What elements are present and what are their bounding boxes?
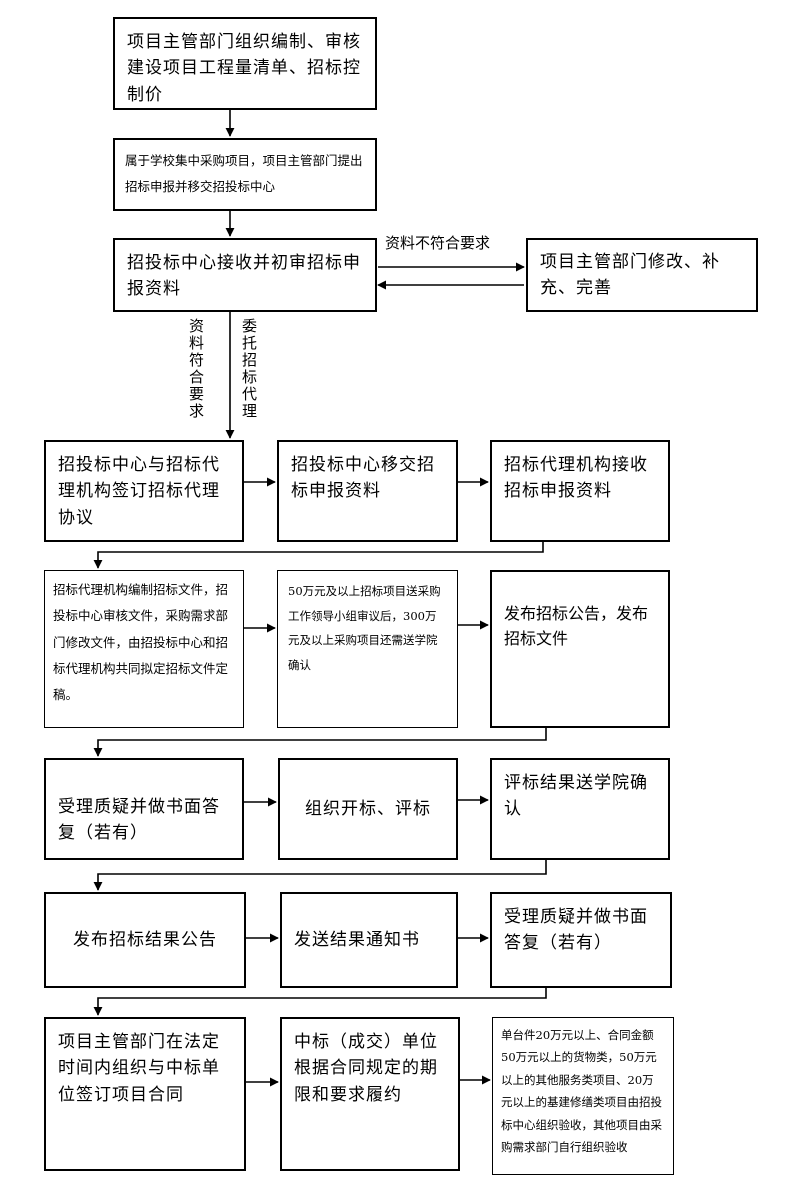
arrow-n7-n8 <box>93 542 544 569</box>
node-submit-application: 属于学校集中采购项目，项目主管部门提出招标申报并移交招投标中心 <box>113 138 377 211</box>
node-handle-queries-1: 受理质疑并做书面答复（若有） <box>44 758 244 860</box>
arrow-n13-n14 <box>93 860 547 891</box>
node-sign-contract: 项目主管部门在法定时间内组织与中标单位签订项目合同 <box>44 1017 246 1171</box>
arrow-n16-n17 <box>93 988 547 1016</box>
node-revise-materials: 项目主管部门修改、补充、完善 <box>526 238 758 312</box>
node-handle-queries-2: 受理质疑并做书面答复（若有） <box>490 892 672 988</box>
node-open-evaluate-bids: 组织开标、评标 <box>278 758 458 860</box>
label-entrust-agent: 委托招标代理 <box>240 318 258 420</box>
node-contract-performance: 中标（成交）单位根据合同规定的期限和要求履约 <box>280 1017 460 1171</box>
node-results-to-college: 评标结果送学院确认 <box>490 758 670 860</box>
node-agency-receive: 招标代理机构接收招标申报资料 <box>490 440 670 542</box>
node-send-notice: 发送结果通知书 <box>280 892 458 988</box>
node-compile-boq: 项目主管部门组织编制、审核建设项目工程量清单、招标控制价 <box>113 17 377 110</box>
node-sign-agency-agreement: 招投标中心与招标代理机构签订招标代理协议 <box>44 440 244 542</box>
arrow-n10-n11 <box>93 728 547 757</box>
node-transfer-materials: 招投标中心移交招标申报资料 <box>277 440 458 542</box>
node-receive-review: 招投标中心接收并初审招标申报资料 <box>113 238 377 312</box>
node-publish-results: 发布招标结果公告 <box>44 892 246 988</box>
node-publish-tender: 发布招标公告，发布招标文件 <box>490 570 670 728</box>
node-acceptance-inspection: 单台件20万元以上、合同金额50万元以上的货物类，50万元以上的其他服务类项目、… <box>492 1017 674 1175</box>
label-compliant: 资料符合要求 <box>187 318 205 420</box>
node-leadership-review: 50万元及以上招标项目送采购工作领导小组审议后，300万元及以上采购项目还需送学… <box>277 570 458 728</box>
node-draft-tender-docs: 招标代理机构编制招标文件，招投标中心审核文件，采购需求部门修改文件，由招投标中心… <box>44 570 244 728</box>
label-not-compliant: 资料不符合要求 <box>385 234 491 252</box>
